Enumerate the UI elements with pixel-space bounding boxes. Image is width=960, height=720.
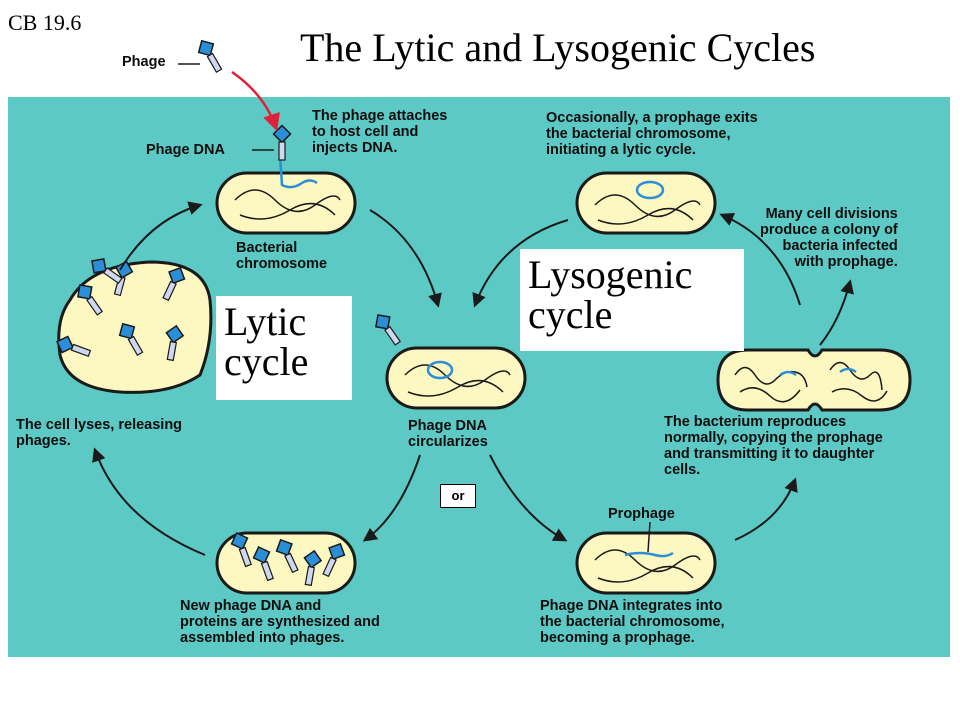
page-title: The Lytic and Lysogenic Cycles bbox=[300, 25, 816, 70]
arrow-assemble-to-lysis bbox=[92, 447, 206, 556]
lysed-cell bbox=[53, 253, 213, 394]
prophage-cell bbox=[575, 531, 717, 595]
figure-reference: CB 19.6 bbox=[8, 10, 82, 35]
or-badge: or bbox=[440, 484, 476, 508]
infected-cell bbox=[215, 154, 357, 235]
red-attach-arrow bbox=[231, 70, 280, 132]
lysogenic-cycle-label: Lysogenic cycle bbox=[520, 249, 744, 351]
circularizing-cell bbox=[385, 346, 527, 410]
arrow-circularize-to-prophage bbox=[489, 454, 568, 542]
arrow-divide-to-colony bbox=[819, 279, 854, 346]
dividing-cell bbox=[716, 348, 912, 412]
arrow-infection-to-circularize bbox=[369, 209, 442, 308]
prophage-label: Prophage bbox=[608, 506, 675, 522]
integrates-caption: Phage DNA integrates into the bacterial … bbox=[540, 598, 725, 646]
arrow-exit-to-circularize bbox=[472, 219, 569, 308]
phage-dna-label: Phage DNA bbox=[146, 142, 225, 158]
lytic-cycle-label: Lytic cycle bbox=[216, 296, 352, 400]
exits-caption: Occasionally, a prophage exits the bacte… bbox=[546, 110, 758, 158]
assembling-cell bbox=[215, 529, 357, 595]
prophage-label-leader bbox=[647, 521, 651, 553]
arrow-circularize-to-assemble bbox=[362, 454, 421, 542]
synthesized-caption: New phage DNA and proteins are synthesiz… bbox=[180, 598, 380, 646]
attach-caption: The phage attaches to host cell and inje… bbox=[312, 108, 448, 156]
bacterial-chromosome-label: Bacterial chromosome bbox=[236, 240, 328, 272]
reproduces-caption: The bacterium reproduces normally, copyi… bbox=[664, 414, 883, 478]
lyses-caption: The cell lyses, releasing phages. bbox=[16, 417, 183, 449]
divisions-caption: Many cell divisions produce a colony of … bbox=[760, 206, 898, 270]
arrow-prophage-to-divide bbox=[734, 477, 798, 541]
phage-label: Phage bbox=[122, 54, 166, 70]
circularizes-caption: Phage DNA circularizes bbox=[408, 418, 488, 450]
arrow-lysis-to-infection bbox=[119, 201, 203, 271]
exiting-prophage-cell bbox=[575, 171, 717, 235]
phage-icon bbox=[193, 35, 228, 76]
arrow-colony-to-exit bbox=[719, 213, 801, 306]
